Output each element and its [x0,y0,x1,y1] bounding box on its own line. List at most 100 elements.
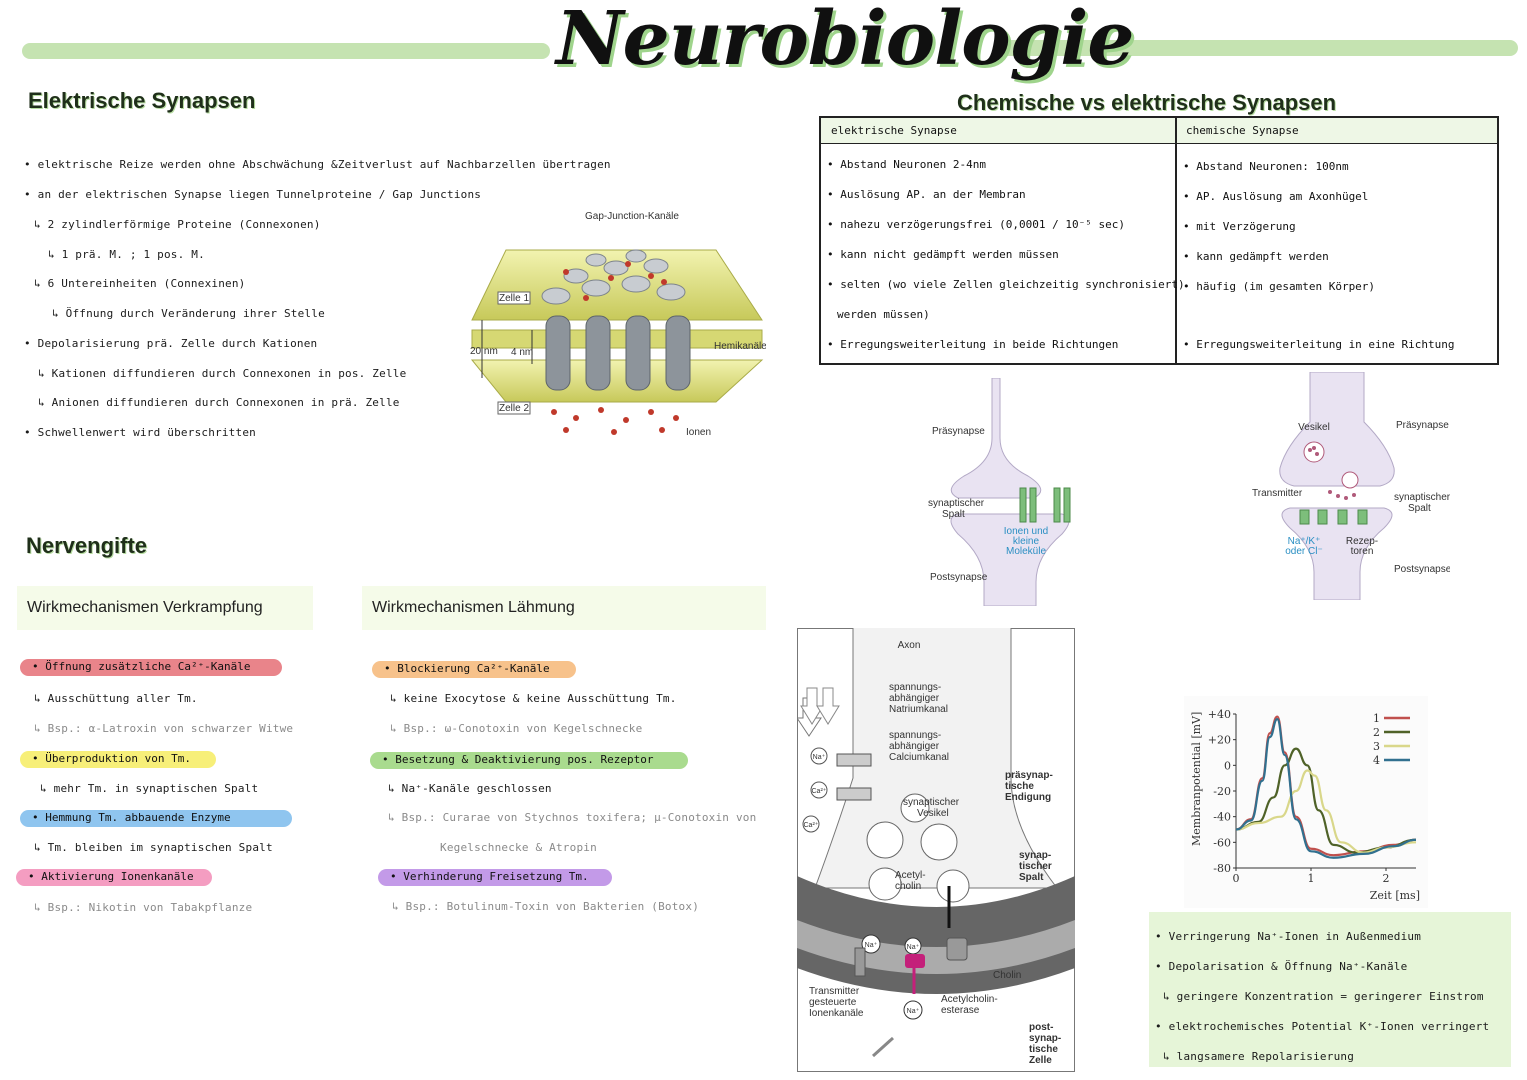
fig-label: tischer [1019,861,1052,872]
note-line: ↳ keine Exocytose & keine Ausschüttung T… [390,692,677,705]
chart-ylabel: Membranpotential [mV] [1190,712,1203,846]
pill-oeffnung: • Öffnung zusätzliche Ca²⁺-Kanäle [20,659,282,676]
note-line: ↳ 1 prä. M. ; 1 pos. M. [48,248,205,261]
table-header-right: chemische Synapse [1176,118,1497,144]
note-line: ↳ Bsp.: Nikotin von Tabakpflanze [34,901,253,914]
fig-label: Vesikel [1298,422,1330,433]
chart-xlabel: Zeit [ms] [1370,889,1420,902]
connexon-group [545,315,691,391]
note-line: • Depolarisation & Öffnung Na⁺-Kanäle [1155,960,1408,973]
note-line: ↳ Bsp.: Botulinum-Toxin von Bakterien (B… [392,900,700,913]
note-line: ↳ Öffnung durch Veränderung ihrer Stelle [52,307,325,320]
pill-ueberproduktion: • Überproduktion von Tm. [20,751,216,768]
fig-label: abhängiger [889,741,940,752]
axon-synapse-figure: Na⁺ Ca²⁺ Ca²⁺ Na⁺ Na⁺ Na⁺ Axon spannungs… [797,628,1075,1072]
fig-label: Na⁺ [865,942,878,949]
fig-label: Natriumkanal [889,704,948,715]
fig-label: Na⁺/K⁺ [1288,536,1321,547]
table-cell-left: • kann nicht gedämpft werden müssen [827,248,1059,261]
note-line: ↳ 2 zylindlerförmige Proteine (Connexone… [34,218,321,231]
fig-label: Zelle 2 [499,403,529,414]
table-cell-left: • Erregungsweiterleitung in beide Richtu… [827,338,1119,351]
note-line: • Verringerung Na⁺-Ionen in Außenmedium [1155,930,1422,943]
note-line: ↳ Bsp.: Curarae von Stychnos toxifera; μ… [388,811,757,824]
table-cell-right: • häufig (im gesamten Körper) [1183,280,1376,293]
fig-label: oder Cl⁻ [1285,546,1323,557]
fig-label: tische [1029,1044,1058,1055]
note-line: Kegelschnecke & Atropin [440,841,597,854]
note-line: • elektrische Reize werden ohne Abschwäc… [24,158,611,171]
table-cell-right: • kann gedämpft werden [1183,250,1329,263]
table-cell-left: • selten (wo viele Zellen gleichzeitig s… [827,278,1185,291]
chart-legend-label: 4 [1373,754,1380,767]
box-laehmung: Wirkmechanismen Lähmung [362,586,766,630]
fig-label: Acetyl- [895,870,926,881]
fig-label: esterase [941,1005,980,1016]
gap-junction-figure: Gap-Junction-Kanäle Zelle 1 Zelle 2 20 n… [470,211,766,438]
fig-label: kleine [1013,536,1040,547]
fig-label: Transmitter [1252,488,1303,499]
table-cell-right: • Erregungsweiterleitung in eine Richtun… [1183,338,1455,351]
pill-blockierung: • Blockierung Ca²⁺-Kanäle [372,661,576,678]
table-cell-left: werden müssen) [837,308,930,321]
info-box: • Verringerung Na⁺-Ionen in Außenmedium … [1149,912,1511,1067]
note-line: ↳ mehr Tm. in synaptischen Spalt [40,782,259,795]
chart-legend-label: 2 [1373,726,1380,739]
fig-label: Rezep- [1346,536,1378,547]
fig-label: Gap-Junction-Kanäle [585,211,679,222]
fig-label: Spalt [1019,872,1044,883]
chart-y-tick-label: +20 [1208,734,1231,747]
fig-label: Na⁺ [907,1008,920,1015]
fig-label: Calciumkanal [889,752,949,763]
fig-label: synaptischer [903,797,960,808]
chart-legend-label: 1 [1373,712,1380,725]
fig-label: Zelle 1 [499,293,529,304]
fig-label: 4 nm [511,347,533,358]
note-line: ↳ Anionen diffundieren durch Connexonen … [38,396,400,409]
fig-label: spannungs- [889,730,941,741]
note-line: ↳ Bsp.: α-Latroxin von schwarzer Witwe [34,722,294,735]
header-bar-left [22,43,550,59]
fig-label: Zelle [1029,1055,1052,1066]
note-line: ↳ langsamere Repolarisierung [1163,1050,1355,1063]
fig-label: Ca²⁺ [804,822,819,829]
fig-label: Ionen und [1004,526,1049,537]
fig-label: Transmitter [809,986,860,997]
note-line: ↳ 6 Untereinheiten (Connexinen) [34,277,246,290]
table-header-left: elektrische Synapse [821,118,1175,144]
table-cell-left: • nahezu verzögerungsfrei (0,0001 / 10⁻⁵… [827,218,1126,231]
fig-label: Spalt [1408,503,1431,514]
fig-label: präsynap- [1005,770,1053,781]
note-line: • elektrochemisches Potential K⁺-Ionen v… [1155,1020,1490,1033]
fig-label: Vesikel [917,808,949,819]
comparison-table: elektrische Synapse chemische Synapse • … [819,116,1499,365]
fig-label: synap- [1029,1033,1061,1044]
fig-label: Postsynapse [930,572,988,583]
chart-y-tick-label: -40 [1213,811,1231,824]
note-line: ↳ Tm. bleiben im synaptischen Spalt [34,841,273,854]
fig-label: 20 nm [470,346,498,357]
fig-label: Spalt [942,509,965,520]
fig-label: Endigung [1005,792,1051,803]
section-title-nervengifte: Nervengifte [26,533,148,558]
fig-label: abhängiger [889,693,940,704]
fig-label: Axon [898,640,921,651]
pill-aktivierung: • Aktivierung Ionenkanäle [16,869,212,886]
pill-hemmung: • Hemmung Tm. abbauende Enzyme [20,810,292,827]
table-cell-right: • mit Verzögerung [1183,220,1296,233]
fig-label: tische [1005,781,1034,792]
fig-label: Moleküle [1006,546,1046,557]
fig-label: Präsynapse [1396,420,1449,431]
table-cell-left: • Auslösung AP. an der Membran [827,188,1026,201]
fig-label: toren [1351,546,1374,557]
table-cell-left: • Abstand Neuronen 2-4nm [827,158,986,171]
chart-x-tick-label: 2 [1383,872,1390,885]
page-title: Neurobiologie [556,0,1134,82]
fig-label: cholin [895,881,921,892]
table-cell-right: • AP. Auslösung am Axonhügel [1183,190,1369,203]
note-line: • an der elektrischen Synapse liegen Tun… [24,188,482,201]
note-line: ↳ geringere Konzentration = geringerer E… [1163,990,1484,1003]
fig-label: synaptischer [928,498,985,509]
chart-y-tick-label: -80 [1213,862,1231,875]
